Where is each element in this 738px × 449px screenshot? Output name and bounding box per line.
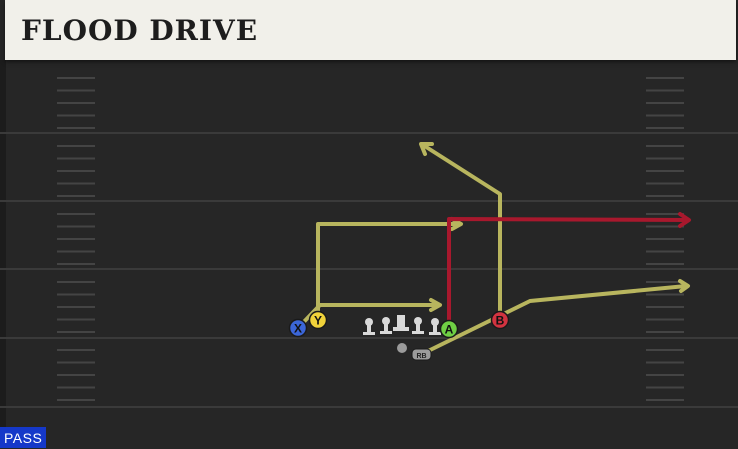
arrowhead-x-drag bbox=[429, 298, 442, 312]
lineman-icon bbox=[412, 317, 424, 334]
arrowhead-rb-flat bbox=[678, 279, 690, 293]
player-x-label: X bbox=[294, 322, 302, 336]
route-rb-flat bbox=[420, 284, 688, 356]
player-b-token[interactable] bbox=[490, 310, 510, 330]
player-rb-token[interactable] bbox=[411, 348, 432, 361]
player-b-label: B bbox=[496, 314, 505, 328]
quarterback-marker bbox=[397, 343, 407, 353]
yard-lines bbox=[0, 132, 738, 408]
routes bbox=[296, 142, 691, 356]
offensive-line bbox=[363, 315, 441, 335]
play-type-badge: PASS bbox=[0, 427, 47, 448]
hash-marks bbox=[57, 77, 684, 401]
lineman-icon bbox=[380, 317, 392, 334]
player-a[interactable]: A bbox=[439, 319, 459, 339]
player-a-label: A bbox=[445, 323, 454, 337]
player-b[interactable]: B bbox=[490, 310, 510, 330]
player-y-token[interactable] bbox=[308, 310, 328, 330]
player-x[interactable]: X bbox=[288, 318, 308, 338]
play-title: FLOOD DRIVE bbox=[21, 14, 259, 47]
player-rb[interactable]: RB bbox=[411, 348, 432, 361]
center-icon bbox=[393, 315, 409, 331]
route-x-drag bbox=[296, 303, 439, 330]
player-y-label: Y bbox=[314, 314, 322, 328]
title-background bbox=[5, 0, 736, 60]
lineman-icon bbox=[363, 318, 375, 335]
lineman-icon bbox=[429, 318, 441, 335]
route-b-post bbox=[421, 143, 502, 322]
route-y-corner bbox=[316, 222, 460, 322]
arrowhead-b-post bbox=[419, 142, 434, 156]
route-a-highlight bbox=[447, 217, 688, 331]
play-title-bar: FLOOD DRIVE bbox=[0, 0, 738, 60]
player-y[interactable]: Y bbox=[308, 310, 328, 330]
player-x-token[interactable] bbox=[288, 318, 308, 338]
player-rb-label: RB bbox=[416, 353, 426, 360]
player-a-token[interactable] bbox=[439, 319, 459, 339]
arrowhead-a-highlight bbox=[678, 212, 691, 228]
